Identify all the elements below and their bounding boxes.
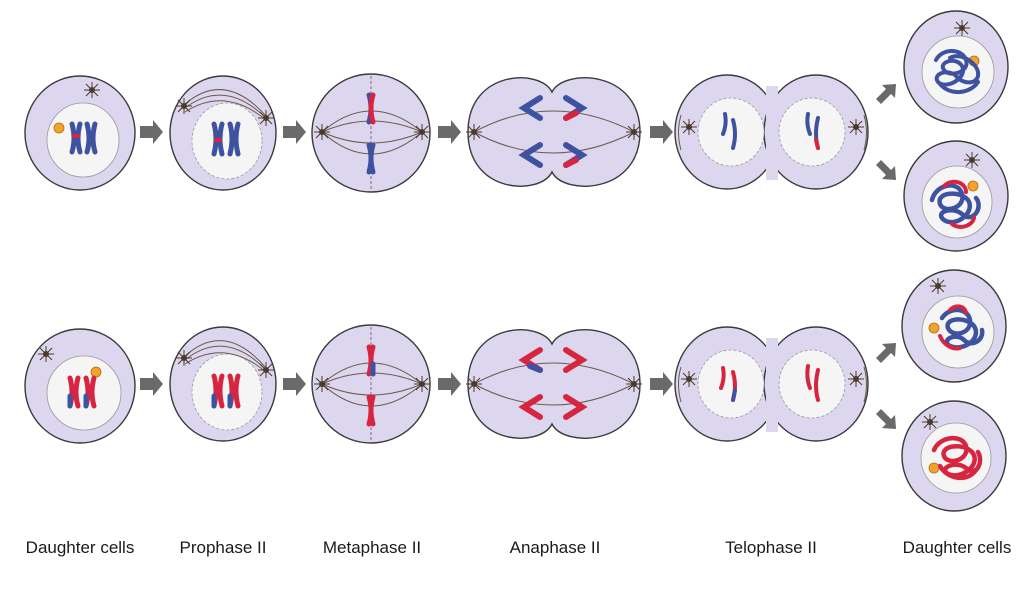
arrow-icon <box>438 120 461 144</box>
telophase-cell-top <box>674 74 869 190</box>
label-prophase-ii: Prophase II <box>179 538 267 557</box>
chromosome-pair <box>69 121 98 155</box>
prophase-cell-bottom <box>169 326 277 442</box>
row-bottom <box>24 269 1007 512</box>
vesicle-icon <box>53 122 65 134</box>
arrow-icon <box>283 372 306 396</box>
label-metaphase-ii: Metaphase II <box>322 538 422 557</box>
daughter-cell-right-top-1 <box>903 10 1009 124</box>
arrow-icon <box>650 120 673 144</box>
arrow-icon <box>876 409 896 429</box>
arrow-icon <box>140 372 163 396</box>
label-daughter-cells-left: Daughter cells <box>25 538 135 557</box>
daughter-cell-left-top <box>24 75 136 191</box>
telophase-cell-bottom <box>674 326 869 442</box>
metaphase-cell-bottom <box>311 324 431 444</box>
arrow-icon <box>876 160 896 180</box>
arrow-icon <box>876 343 896 363</box>
arrow-icon <box>438 372 461 396</box>
arrow-icon <box>650 372 673 396</box>
daughter-cell-right-bottom-1 <box>901 269 1007 383</box>
daughter-cell-left-bottom <box>24 328 136 444</box>
label-daughter-cells-right: Daughter cells <box>902 538 1012 557</box>
row-top <box>24 10 1009 252</box>
arrow-icon <box>876 84 896 104</box>
arrow-icon <box>283 120 306 144</box>
daughter-cell-right-top-2 <box>903 140 1009 252</box>
anaphase-cell-bottom <box>465 329 643 439</box>
metaphase-cell-top <box>311 73 431 193</box>
label-anaphase-ii: Anaphase II <box>509 538 601 557</box>
label-telophase-ii: Telophase II <box>725 538 817 557</box>
anaphase-cell-top <box>465 77 643 187</box>
centriole-icon <box>83 81 101 99</box>
prophase-cell-top <box>169 75 277 191</box>
daughter-cell-right-bottom-2 <box>901 400 1007 512</box>
arrow-icon <box>140 120 163 144</box>
